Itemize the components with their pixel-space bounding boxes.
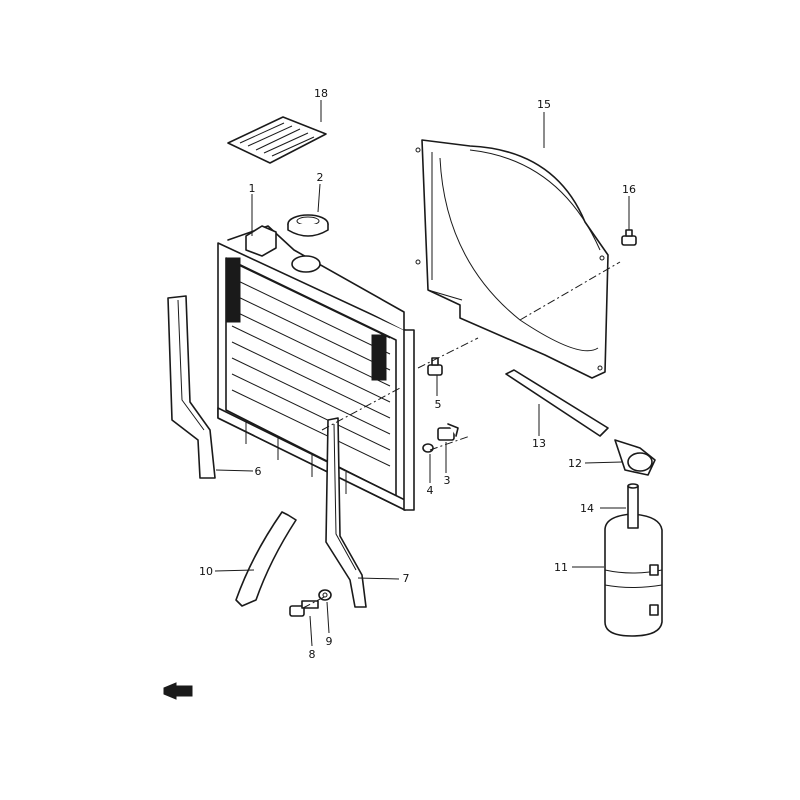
bracket-bolt <box>289 600 319 617</box>
fan-shroud <box>415 139 609 379</box>
callout-6: 6 <box>255 465 262 478</box>
reservoir-cap <box>614 439 656 476</box>
caution-label <box>227 116 327 164</box>
callout-18: 18 <box>314 87 328 100</box>
callout-2: 2 <box>317 171 324 184</box>
overflow-hose <box>505 369 609 437</box>
callout-16: 16 <box>622 183 636 196</box>
callout-3: 3 <box>444 474 451 487</box>
callout-labels: 18 1 2 15 16 5 4 3 13 12 6 14 11 10 7 9 … <box>199 87 636 661</box>
callout-7: 7 <box>403 572 410 585</box>
callout-14: 14 <box>580 502 594 515</box>
front-direction-arrow-icon <box>163 682 193 700</box>
drain-cock <box>437 423 459 441</box>
radiator-bolt <box>427 357 443 376</box>
callout-4: 4 <box>427 484 434 497</box>
reservoir-inlet <box>627 483 639 529</box>
shroud-bolt <box>621 229 637 246</box>
reservoir-tank <box>604 513 663 637</box>
callout-5: 5 <box>435 398 442 411</box>
left-bracket <box>167 295 216 479</box>
drain-cock-gasket <box>422 443 434 453</box>
callout-12: 12 <box>568 457 582 470</box>
washer <box>318 589 332 601</box>
callout-15: 15 <box>537 98 551 111</box>
leader-lines <box>214 100 630 647</box>
right-bracket <box>325 417 367 608</box>
callout-9: 9 <box>326 635 333 648</box>
callout-13: 13 <box>532 437 546 450</box>
callout-10: 10 <box>199 565 213 578</box>
callout-11: 11 <box>554 561 568 574</box>
callout-8: 8 <box>309 648 316 661</box>
radiator-cap <box>287 214 329 237</box>
radiator <box>217 225 415 511</box>
reservoir-hose <box>235 511 297 607</box>
callout-1: 1 <box>249 182 256 195</box>
